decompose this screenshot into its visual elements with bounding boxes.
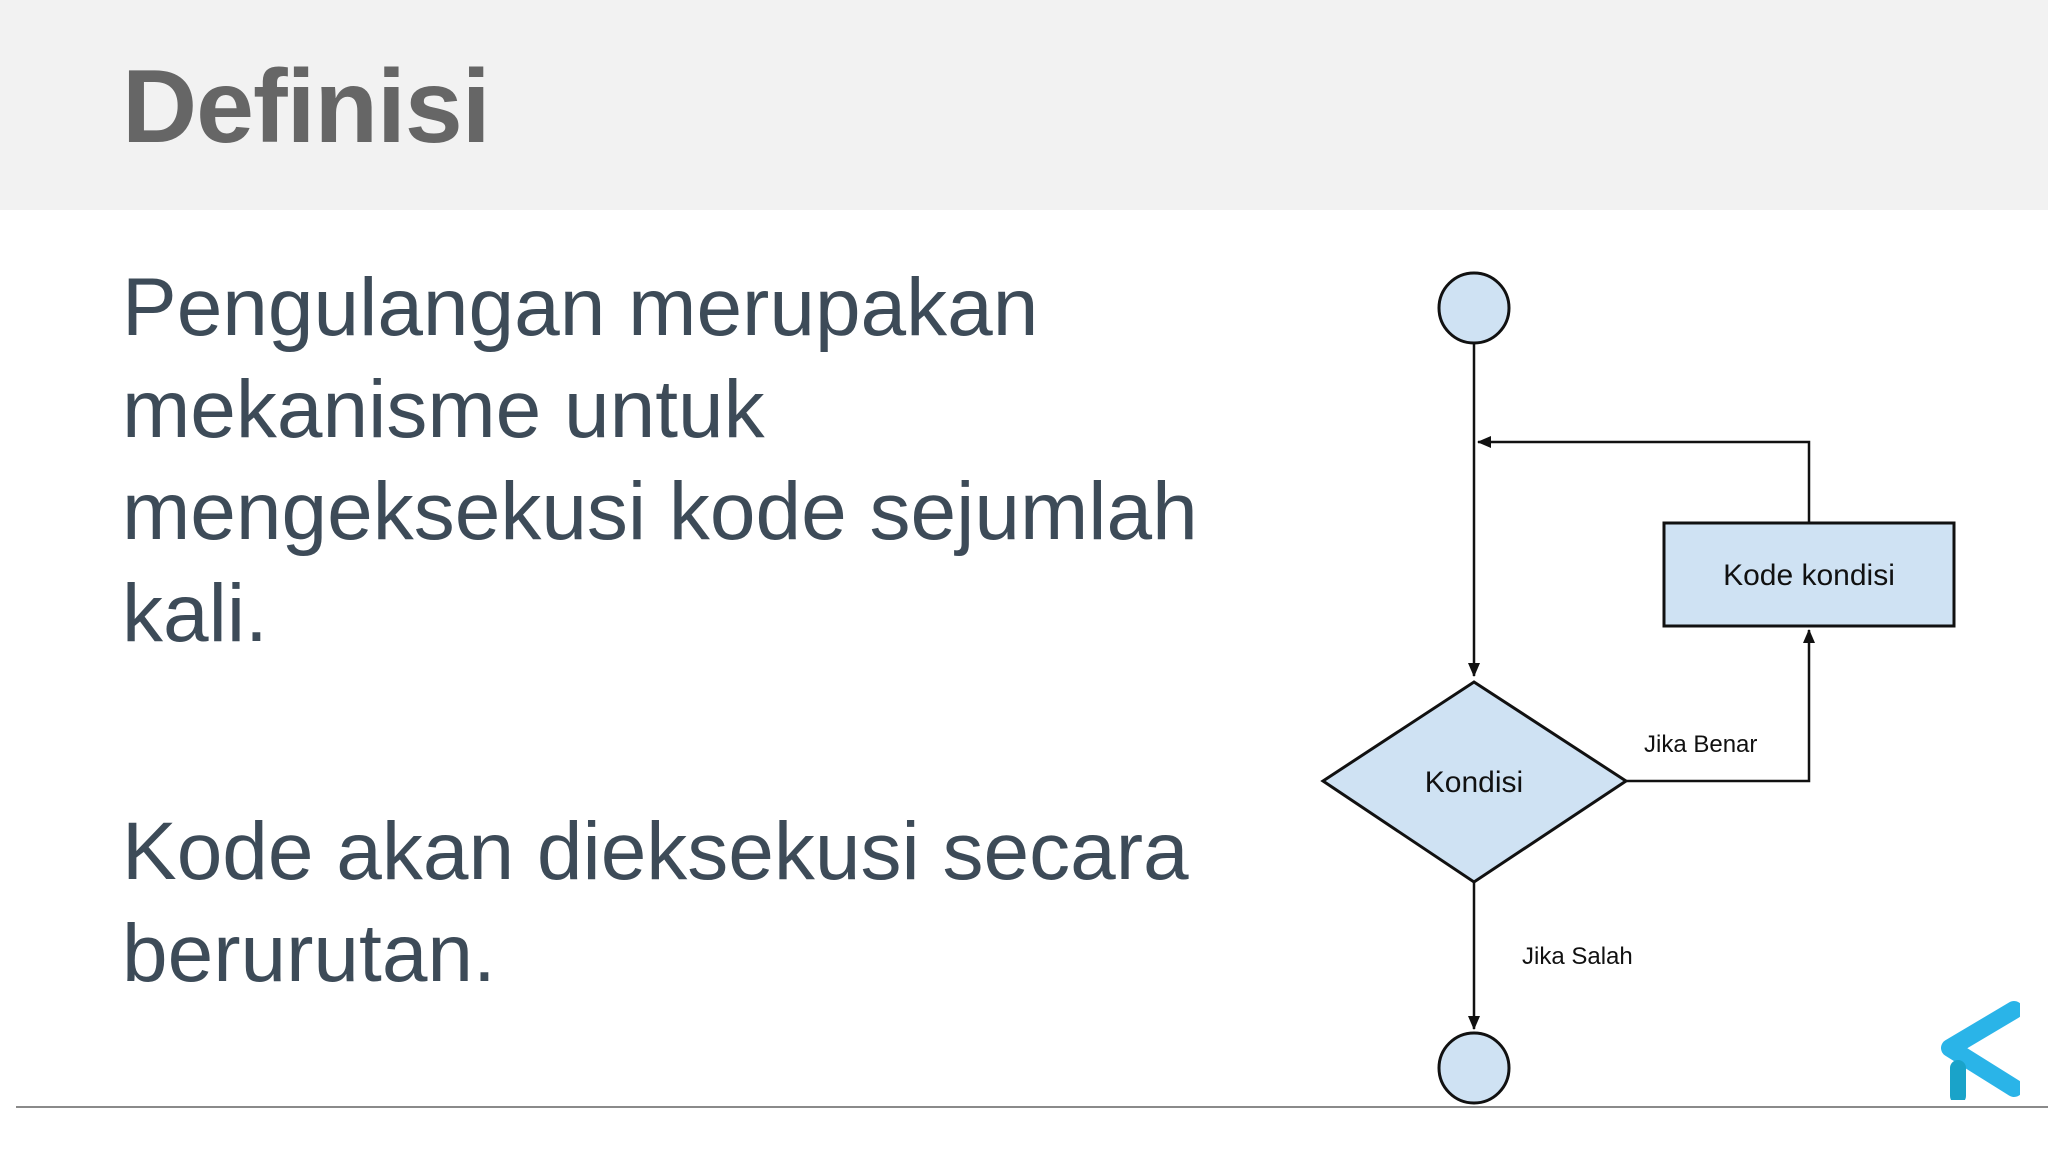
start-node bbox=[1437, 271, 1511, 345]
header-band bbox=[0, 0, 2048, 210]
loop-back-edge bbox=[1477, 436, 1811, 523]
process-node bbox=[1662, 521, 1956, 628]
bottom-divider bbox=[16, 1106, 2048, 1108]
end-node bbox=[1437, 1031, 1511, 1105]
body-paragraph-2: Kode akan dieksekusi secara berurutan. bbox=[122, 806, 1189, 999]
condition-node-label: Kondisi bbox=[1425, 766, 1523, 799]
body-paragraph-1: Pengulangan merupakan mekanisme untuk me… bbox=[122, 262, 1198, 659]
slide-title: Definisi bbox=[122, 49, 491, 165]
chevron-left-logo-icon bbox=[1941, 1001, 2020, 1100]
true-branch-label: Jika Benar bbox=[1644, 731, 1757, 758]
false-branch-label: Jika Salah bbox=[1522, 943, 1633, 970]
process-node-label: Kode kondisi bbox=[1723, 559, 1895, 592]
true-branch-edge bbox=[1626, 629, 1815, 783]
